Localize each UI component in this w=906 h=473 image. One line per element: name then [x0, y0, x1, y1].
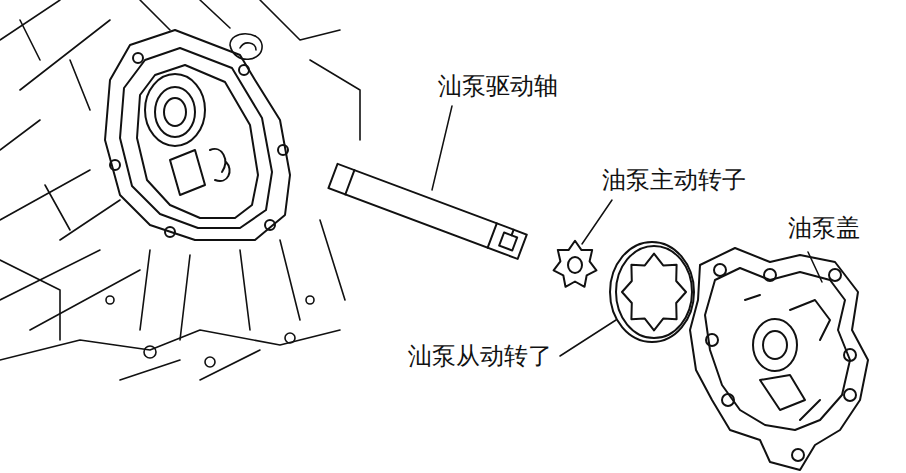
- pump-cover: [690, 248, 868, 470]
- driven-rotor: [610, 242, 694, 342]
- drive-rotor: [554, 241, 597, 287]
- engine-block: [0, 0, 360, 380]
- pump-drive-shaft: [328, 164, 526, 259]
- part-label: 汕泵驱动轴: [436, 72, 560, 100]
- leader-lines: [432, 106, 822, 356]
- part-label: 油泵盖: [786, 214, 862, 242]
- part-label: 油泵主动转子: [600, 166, 748, 194]
- part-label: 汕泵从动转了: [406, 342, 554, 370]
- pump-flange: [105, 30, 290, 240]
